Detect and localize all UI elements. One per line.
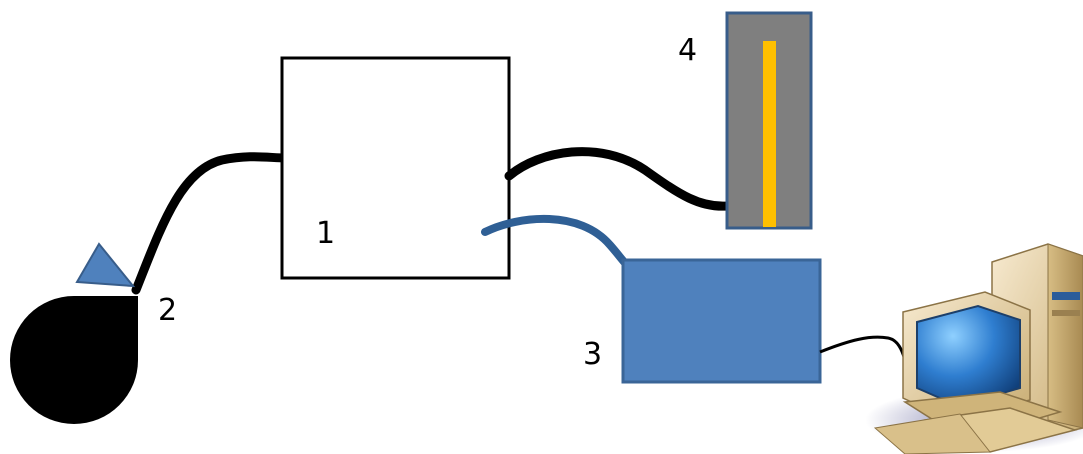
blue-triangle-icon: [75, 242, 136, 288]
bulb-cable: [131, 152, 290, 295]
pin-cable: [504, 147, 733, 211]
label-1: 1: [316, 216, 335, 251]
label-2: 2: [158, 293, 177, 328]
blue-cable: [481, 214, 630, 268]
label-4: 4: [678, 33, 697, 68]
label-3: 3: [583, 337, 602, 372]
box-3: [621, 258, 822, 384]
computer-cable: [819, 335, 907, 361]
desktop-computer-icon: [865, 243, 1083, 454]
box-1: [280, 56, 511, 280]
bulb-icon: [10, 296, 138, 424]
pin-4: [725, 11, 813, 230]
